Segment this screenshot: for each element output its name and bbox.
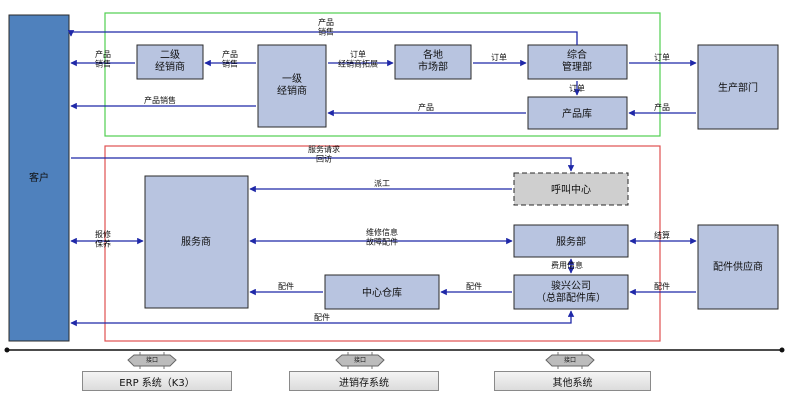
- label-repair-maintain: 报修保养: [95, 229, 111, 249]
- node-primary-dealer-label: 一级经销商: [277, 73, 307, 97]
- arrow-service-request: [71, 157, 575, 172]
- bus-end-left: [4, 347, 10, 353]
- node-customer-label: 客户: [29, 171, 49, 184]
- node-product-warehouse-label: 产品库: [562, 107, 592, 120]
- system-other: 其他系统: [494, 371, 651, 391]
- node-secondary-dealer-label: 二级经销商: [155, 49, 185, 73]
- label-dispatch: 派工: [374, 179, 390, 188]
- label-service-request: 服务请求回访: [308, 144, 340, 164]
- node-service-provider: 服务商: [144, 175, 249, 309]
- label-order-admin-production: 订单: [654, 52, 670, 62]
- bus-end-right: [779, 347, 785, 353]
- node-primary-dealer: 一级经销商: [257, 44, 327, 128]
- label-product-sales-mid: 产品销售: [144, 95, 176, 105]
- node-production-dept-label: 生产部门: [718, 81, 758, 94]
- label-parts-junxing-central: 配件: [466, 281, 482, 291]
- node-service-provider-label: 服务商: [181, 235, 211, 248]
- sales-section-frame: [104, 12, 661, 137]
- node-parts-supplier-label: 配件供应商: [713, 260, 763, 273]
- label-cost-info: 费用信息: [551, 260, 583, 270]
- system-other-label: 其他系统: [552, 377, 593, 389]
- system-erp-k3: ERP 系统（K3）: [82, 371, 232, 391]
- label-parts-bottom: 配件: [314, 312, 330, 322]
- system-erp-k3-label: ERP 系统（K3）: [119, 377, 195, 389]
- system-inventory-label: 进销存系统: [339, 377, 389, 389]
- node-production-dept: 生产部门: [697, 44, 779, 130]
- node-service-dept: 服务部: [513, 224, 629, 258]
- label-product-warehouse-primary: 产品: [418, 102, 434, 112]
- node-parts-supplier: 配件供应商: [697, 224, 779, 310]
- label-settlement: 结算: [654, 230, 670, 240]
- node-secondary-dealer: 二级经销商: [136, 44, 204, 80]
- label-order-dealer-expand: 订单经销商拓展: [338, 49, 378, 69]
- interface-connector-inventory: 接口: [335, 352, 385, 369]
- label-parts-central-sp: 配件: [278, 281, 294, 291]
- label-top-product-sales: 产品销售: [318, 17, 334, 37]
- node-central-warehouse-label: 中心仓库: [362, 286, 402, 299]
- label-secondary-primary-sales: 产品销售: [222, 49, 238, 69]
- svg-text:接口: 接口: [564, 356, 576, 364]
- node-call-center: 呼叫中心: [513, 172, 629, 206]
- interface-connector-erp: 接口: [127, 352, 177, 369]
- node-admin-dept-label: 综合管理部: [562, 48, 592, 73]
- label-customer-secondary-sales: 产品销售: [95, 49, 111, 69]
- node-market-dept: 各地市场部: [394, 44, 472, 80]
- arrow-bottom-parts: [70, 310, 575, 327]
- arrow-top-product-sales: [67, 30, 578, 45]
- system-inventory: 进销存系统: [289, 371, 439, 391]
- node-junxing-company: 骏兴公司（总部配件库）: [513, 274, 629, 310]
- label-order-market-admin: 订单: [491, 52, 507, 62]
- node-product-warehouse: 产品库: [527, 96, 628, 130]
- label-parts-supplier-junxing: 配件: [654, 281, 670, 291]
- label-product-production-warehouse: 产品: [654, 102, 670, 112]
- node-admin-dept: 综合管理部: [527, 44, 628, 80]
- label-order-admin-warehouse: 订单: [569, 83, 585, 93]
- interface-connector-other: 接口: [545, 352, 595, 369]
- label-repair-info: 维修信息故障配件: [366, 227, 398, 247]
- svg-text:接口: 接口: [354, 356, 366, 364]
- node-junxing-company-label: 骏兴公司（总部配件库）: [536, 279, 606, 304]
- node-call-center-label: 呼叫中心: [551, 183, 591, 196]
- node-customer: 客户: [8, 14, 70, 342]
- node-market-dept-label: 各地市场部: [418, 48, 448, 73]
- svg-text:接口: 接口: [146, 356, 158, 364]
- node-service-dept-label: 服务部: [556, 235, 586, 248]
- node-central-warehouse: 中心仓库: [324, 274, 440, 310]
